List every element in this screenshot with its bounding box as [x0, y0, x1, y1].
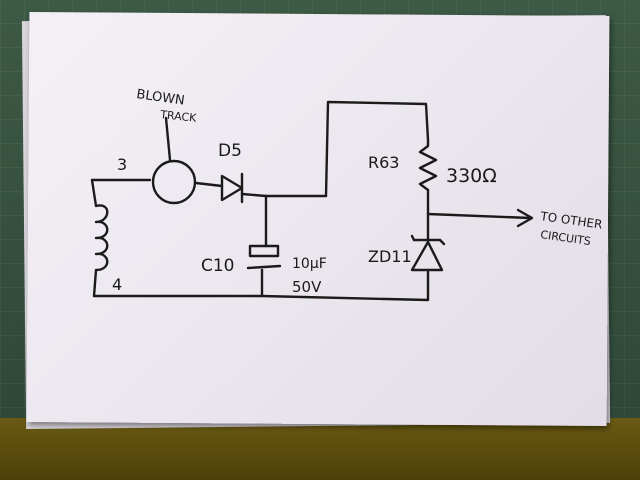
diode-label: D5 [218, 141, 242, 161]
diode-symbol [220, 172, 244, 204]
coil-inductor [90, 178, 109, 298]
resistor-value: 330Ω [446, 165, 497, 187]
output-label-2: CIRCUITS [540, 228, 592, 248]
blown-track-circle [151, 159, 197, 205]
schematic-wires [90, 100, 532, 302]
desk-surface [0, 418, 640, 480]
capacitor-label: C10 [201, 256, 235, 276]
capacitor-value-2: 50V [292, 278, 322, 296]
wire-bottom [92, 270, 430, 302]
wire-up-rail [324, 100, 430, 198]
resistor-label: R63 [368, 153, 399, 172]
blown-track-pointer [164, 116, 172, 162]
zener-diode-symbol [410, 234, 446, 272]
wire-output [426, 212, 532, 220]
pin-4-label: 4 [112, 275, 122, 294]
blown-track-label-1: BLOWN [135, 87, 185, 109]
blown-track-label-2: TRACK [159, 108, 198, 125]
wire-top-left [90, 178, 224, 188]
resistor-symbol [418, 138, 438, 192]
wire-diode-out [240, 192, 328, 198]
capacitor-value-1: 10μF [292, 256, 327, 272]
pin-3-label: 3 [117, 155, 127, 174]
output-arrow-icon [516, 208, 534, 228]
capacitor-symbol [246, 244, 282, 270]
zener-label: ZD11 [368, 247, 412, 266]
